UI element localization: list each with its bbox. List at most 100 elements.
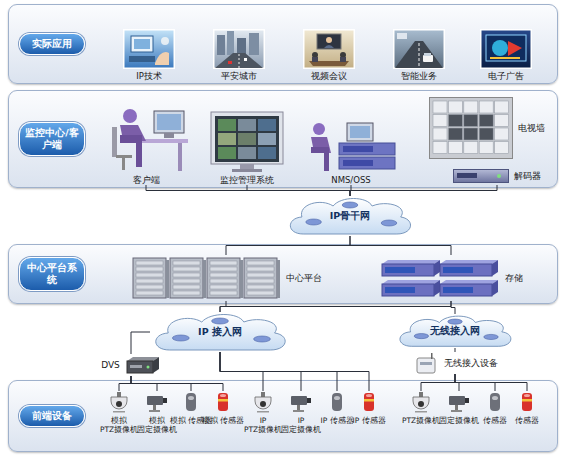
- svg-shape: [515, 391, 539, 413]
- node-label: IP技术: [136, 71, 162, 81]
- device-illustration: [413, 352, 439, 374]
- rect-shape: [307, 398, 311, 403]
- device-illustration: [131, 256, 281, 300]
- rect-shape: [210, 261, 237, 265]
- rect-shape: [385, 287, 415, 293]
- connector-line: [220, 352, 337, 391]
- rect-shape: [218, 147, 236, 159]
- svg-shape: [251, 391, 275, 413]
- rect-shape: [347, 123, 373, 141]
- ellipse-shape: [524, 394, 530, 397]
- cloud-label: 无线接入网: [395, 314, 515, 348]
- node-label: 存储: [505, 272, 523, 285]
- network-cloud: IP 接入网: [150, 312, 290, 352]
- rect-shape: [247, 285, 274, 289]
- device-illustration: [483, 391, 507, 413]
- rect-shape: [136, 273, 163, 277]
- rect-shape: [116, 155, 132, 158]
- connector-line: [350, 185, 351, 196]
- rect-shape: [382, 264, 434, 276]
- rect-shape: [249, 33, 259, 55]
- rect-shape: [136, 285, 163, 289]
- rect-shape: [237, 38, 246, 55]
- path-shape: [111, 397, 127, 409]
- layer-pill: 监控中心/客户端: [19, 122, 85, 156]
- rect-shape: [457, 173, 477, 178]
- rect-shape: [127, 361, 153, 373]
- connector-line: [350, 185, 497, 196]
- device-node: 电视墙: [421, 95, 553, 161]
- ellipse-shape: [414, 334, 428, 339]
- path-shape: [440, 260, 498, 264]
- rect-shape: [451, 410, 462, 412]
- rect-shape: [218, 399, 228, 402]
- connector-line: [220, 352, 369, 391]
- camera-node: 模拟 PTZ摄像机: [96, 391, 142, 449]
- layer-pill: 中心平台系统: [19, 257, 85, 291]
- circle-shape: [497, 174, 501, 178]
- rect-shape: [433, 115, 447, 127]
- device-illustration: [380, 256, 500, 300]
- rect-shape: [304, 30, 355, 69]
- device-node: IP技术: [113, 11, 185, 81]
- rect-shape: [244, 58, 247, 61]
- svg-shape: [447, 391, 471, 413]
- node-label: 传感器: [504, 416, 550, 425]
- device-illustration: [393, 29, 445, 69]
- camera-node: 模拟 传感器: [200, 391, 246, 449]
- path-shape: [311, 147, 329, 171]
- cloud-label: IP骨干网: [285, 196, 415, 236]
- rect-shape: [433, 128, 447, 140]
- node-label: DVS: [101, 360, 120, 370]
- ellipse-shape: [448, 319, 462, 324]
- device-illustration: [213, 29, 265, 69]
- svg-shape: [210, 111, 284, 173]
- rect-shape: [154, 111, 184, 133]
- node-label: 解码器: [514, 170, 541, 183]
- device-node: NMS/OSS: [301, 109, 401, 185]
- circle-shape: [260, 401, 266, 407]
- circle-shape: [313, 123, 325, 135]
- connector-line: [226, 236, 350, 255]
- rect-shape: [170, 258, 203, 298]
- rect-shape: [136, 261, 163, 265]
- camera-node: 传感器: [504, 391, 550, 449]
- rect-shape: [420, 362, 432, 365]
- layer-band: 实际应用IP技术平安城市视频会议智能业务电子广告: [8, 4, 558, 84]
- node-label: 客户端: [133, 175, 160, 185]
- rect-shape: [433, 101, 447, 113]
- rect-shape: [495, 128, 509, 140]
- rect-shape: [240, 260, 243, 298]
- connector-line: [421, 374, 455, 391]
- svg-shape: [107, 391, 131, 413]
- rect-shape: [464, 115, 478, 127]
- rect-shape: [479, 142, 493, 154]
- rect-shape: [385, 267, 415, 273]
- svg-shape: [102, 103, 190, 173]
- connector-line: [455, 374, 527, 391]
- rect-shape: [495, 142, 509, 154]
- svg-shape: [453, 169, 509, 183]
- svg-shape: [380, 256, 500, 300]
- path-shape: [215, 53, 263, 68]
- node-label: 模拟 传感器: [200, 416, 246, 425]
- svg-shape: [480, 29, 532, 69]
- rect-shape: [218, 133, 236, 145]
- node-label: PTZ摄像机: [398, 416, 444, 425]
- rect-shape: [210, 291, 237, 295]
- device-node: 电子广告: [470, 11, 542, 81]
- path-shape: [413, 397, 429, 409]
- layer-band: 中心平台系统中心平台存储: [8, 244, 558, 304]
- device-illustration: [409, 391, 433, 413]
- svg-shape: [125, 355, 161, 375]
- rect-shape: [317, 34, 341, 49]
- rect-shape: [173, 279, 200, 283]
- path-shape: [239, 54, 240, 68]
- rect-shape: [277, 260, 280, 298]
- node-label: 电视墙: [518, 122, 545, 135]
- layer-band: 前端设备模拟 PTZ摄像机模拟 固定摄像机模拟 传感器模拟 传感器IP PTZ摄…: [8, 380, 558, 452]
- rect-shape: [258, 119, 276, 131]
- rect-shape: [214, 30, 265, 69]
- rect-shape: [244, 258, 277, 298]
- ellipse-shape: [188, 396, 194, 400]
